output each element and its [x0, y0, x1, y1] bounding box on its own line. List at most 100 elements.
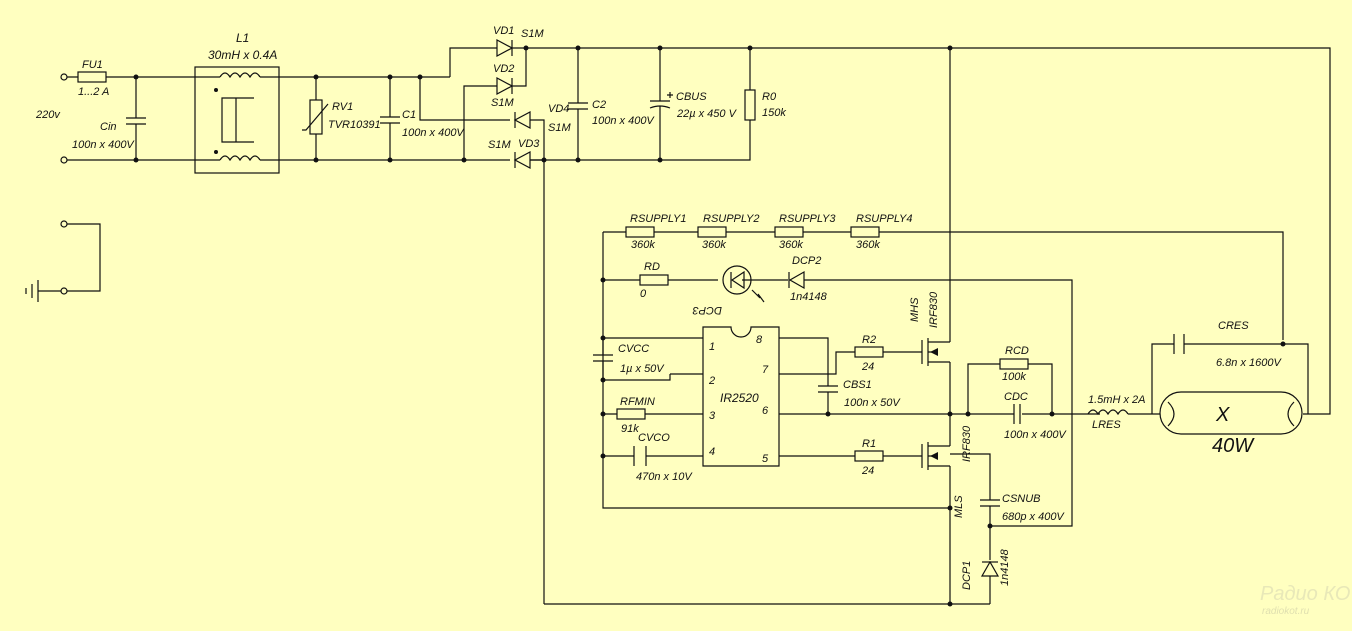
rsupply1-value: 360k [631, 239, 655, 251]
rsupply4-value: 360k [856, 239, 880, 251]
csnub-ref: CSNUB [1002, 493, 1041, 505]
pin-5-label: 5 [762, 453, 769, 465]
cdc-ref: CDC [1004, 391, 1028, 403]
cin-ref: Cin [100, 121, 117, 133]
capacitor-cbus: CBUS 22µ x 450 V [649, 45, 738, 163]
mhs-value: IRF830 [928, 291, 940, 328]
rv1-value: TVR10391 [328, 119, 381, 131]
rd-value: 0 [640, 288, 647, 300]
cbs1-value: 100n x 50V [844, 397, 901, 409]
mains-input: 220v [35, 73, 68, 164]
mhs-ref: MHS [909, 297, 921, 322]
c2-value: 100n x 400V [592, 115, 655, 127]
cres-ref: CRES [1218, 320, 1249, 332]
vd3-value: S1M [488, 139, 511, 151]
lamp: X 40W [1151, 343, 1309, 457]
rsupply-chain: RSUPPLY1 360k RSUPPLY2 360k RSUPPLY3 360… [603, 213, 1284, 340]
lres-value: 1.5mH x 2A [1088, 394, 1145, 406]
c2-ref: C2 [592, 99, 606, 111]
cin-value: 100n x 400V [72, 139, 135, 151]
rcd-ref: RCD [1005, 345, 1029, 357]
mosfet-mls: MLS IRF830 [921, 414, 973, 604]
vd1-ref: VD1 [493, 25, 514, 37]
cbus-ref: CBUS [676, 91, 707, 103]
cvco-value: 470n x 10V [636, 471, 693, 483]
rv1-ref: RV1 [332, 101, 353, 113]
lres-ref: LRES [1092, 419, 1121, 431]
rsupply2-ref: RSUPPLY2 [703, 213, 759, 225]
capacitor-cbs1: CBS1 100n x 50V [843, 379, 901, 409]
pin-1-label: 1 [709, 341, 715, 353]
mls-value: IRF830 [961, 425, 973, 462]
dcp3-ref: DCP3 [692, 304, 722, 316]
r1-ref: R1 [862, 438, 876, 450]
pin-2-label: 2 [708, 375, 715, 387]
lamp-symbol: X [1215, 404, 1230, 426]
pin-7-label: 7 [762, 364, 769, 376]
cvco-ref: CVCO [638, 432, 670, 444]
cres-value: 6.8n x 1600V [1216, 357, 1282, 369]
pin-8-label: 8 [756, 334, 763, 346]
vd1-value: S1M [521, 28, 544, 40]
capacitor-c2: C2 100n x 400V [568, 45, 655, 163]
varistor-rv1: RV1 TVR10391 [302, 74, 381, 163]
rsupply2-value: 360k [702, 239, 726, 251]
dcp2-ref: DCP2 [792, 255, 821, 267]
cdc-value: 100n x 400V [1004, 429, 1067, 441]
r2-ref: R2 [862, 334, 876, 346]
inductor-l1: L1 30mH x 0.4A [194, 31, 280, 174]
cbs1-ref: CBS1 [843, 379, 872, 391]
resistor-r2: R2 24 [854, 334, 884, 373]
capacitor-c1: C1 100n x 400V [380, 74, 465, 163]
rsupply3-ref: RSUPPLY3 [779, 213, 836, 225]
rsupply4-ref: RSUPPLY4 [856, 213, 912, 225]
c1-value: 100n x 400V [402, 127, 465, 139]
pin-6-label: 6 [762, 405, 769, 417]
resistor-rfmin: RFMIN 91k [616, 396, 655, 435]
fu1-ref: FU1 [82, 59, 103, 71]
c1-ref: C1 [402, 109, 416, 121]
r2-value: 24 [861, 361, 874, 373]
capacitor-cres: CRES 6.8n x 1600V [1173, 320, 1286, 369]
cbus-value: 22µ x 450 V [676, 108, 738, 120]
mls-ref: MLS [953, 495, 965, 518]
watermark-logo: Радио КОТ [1260, 583, 1352, 605]
rd-dcp-row: RD 0 DCP3 DCP2 1n4148 [600, 255, 1073, 527]
fuse-fu1: FU1 1...2 A [77, 59, 109, 98]
rcd-value: 100k [1002, 371, 1026, 383]
mains-voltage-label: 220v [35, 109, 61, 121]
r0-ref: R0 [762, 91, 777, 103]
cvcc-ref: CVCC [618, 343, 649, 355]
mains-terminal-top [60, 73, 68, 81]
lamp-power: 40W [1212, 435, 1255, 457]
capacitor-cvcc: CVCC 1µ x 50V [593, 338, 665, 380]
pin-4-label: 4 [709, 446, 715, 458]
dcp1-ref: DCP1 [961, 561, 973, 590]
rfmin-ref: RFMIN [620, 396, 655, 408]
rcd-cdc: RCD 100k CDC 100n x 400V [950, 345, 1100, 441]
csnub-value: 680p x 400V [1002, 511, 1065, 523]
vd2-value: S1M [491, 97, 514, 109]
l1-value: 30mH x 0.4A [208, 48, 277, 62]
ic-ref: IR2520 [720, 391, 759, 405]
mains-terminal-bottom [60, 156, 68, 164]
resistor-r1: R1 24 [854, 438, 884, 477]
r0-value: 150k [762, 107, 786, 119]
dcp1-value: 1n4148 [999, 548, 1011, 586]
l1-ref: L1 [236, 31, 249, 45]
snubber-csnub: CSNUB 680p x 400V DCP1 1n4148 [950, 453, 1065, 604]
mosfet-mhs: MHS IRF830 [909, 48, 951, 414]
ic-ir2520: IR2520 1 2 3 4 5 6 7 8 [702, 326, 780, 467]
resistor-r0: R0 150k [744, 45, 786, 121]
cvcc-value: 1µ x 50V [620, 363, 665, 375]
watermark: Радио КОТ radiokot.ru [1260, 583, 1352, 617]
capacitor-cvco: CVCO 470n x 10V [633, 432, 693, 483]
pin-3-label: 3 [709, 410, 716, 422]
inductor-lres: 1.5mH x 2A LRES [1087, 394, 1160, 431]
fu1-value: 1...2 A [78, 86, 109, 98]
vd4-ref: VD4 [548, 103, 569, 115]
ground-terminal [25, 220, 101, 302]
vd4-value: S1M [548, 122, 571, 134]
